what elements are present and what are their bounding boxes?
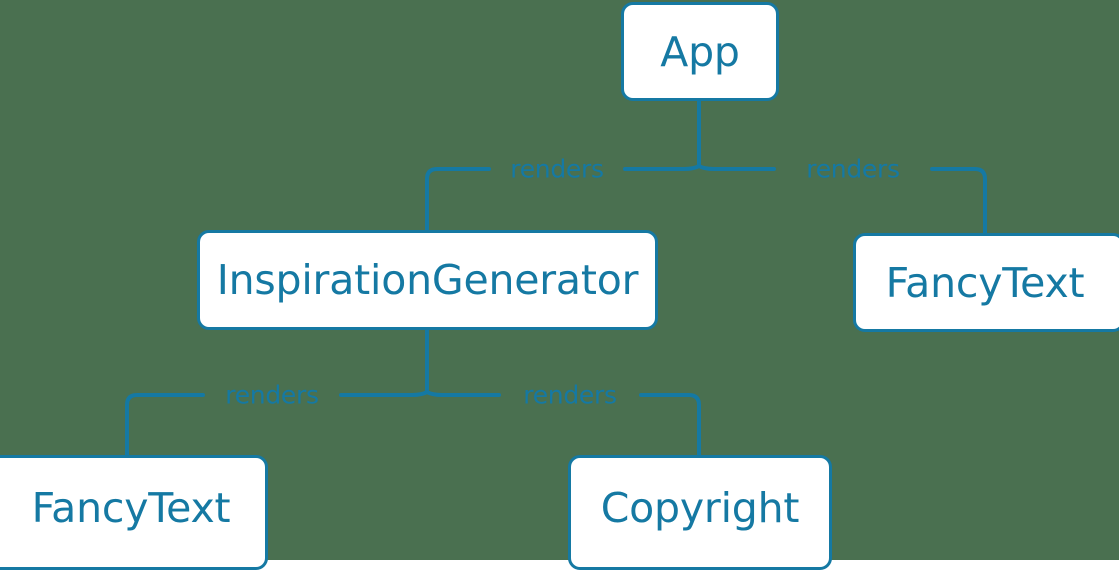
edge-label-app-to-inspiration-generator: renders bbox=[510, 154, 604, 184]
node-app-label: App bbox=[660, 27, 740, 76]
node-app[interactable]: App bbox=[621, 2, 779, 101]
node-fancytext-right[interactable]: FancyText bbox=[853, 233, 1119, 332]
edge-inspiration-generator-to-copyright-outer bbox=[639, 393, 701, 457]
node-fancytext-right-label: FancyText bbox=[885, 258, 1085, 307]
node-inspiration-generator-label: InspirationGenerator bbox=[216, 256, 639, 304]
edge-label-app-to-fancytext-right: renders bbox=[806, 154, 900, 184]
node-copyright-label: Copyright bbox=[600, 483, 800, 532]
edge-label-inspiration-generator-to-copyright: renders bbox=[523, 380, 617, 410]
edge-app-to-inspiration-generator-inner bbox=[623, 164, 701, 171]
edge-inspiration-generator-to-fancytext-inner bbox=[339, 390, 429, 397]
edge-app-to-fancytext-outer bbox=[930, 167, 987, 235]
edge-inspiration-generator-to-fancytext-outer bbox=[125, 393, 205, 457]
node-copyright[interactable]: Copyright bbox=[568, 455, 832, 570]
node-fancytext-bottom-left[interactable]: FancyText bbox=[0, 455, 268, 570]
node-inspiration-generator[interactable]: InspirationGenerator bbox=[197, 230, 658, 330]
edge-app-to-fancytext-inner bbox=[697, 164, 776, 171]
node-fancytext-bottom-left-label: FancyText bbox=[31, 483, 231, 532]
edge-label-inspiration-generator-to-fancytext: renders bbox=[225, 380, 319, 410]
edge-inspiration-generator-to-copyright-inner bbox=[425, 390, 501, 397]
edge-app-to-inspiration-generator-outer bbox=[425, 167, 491, 232]
